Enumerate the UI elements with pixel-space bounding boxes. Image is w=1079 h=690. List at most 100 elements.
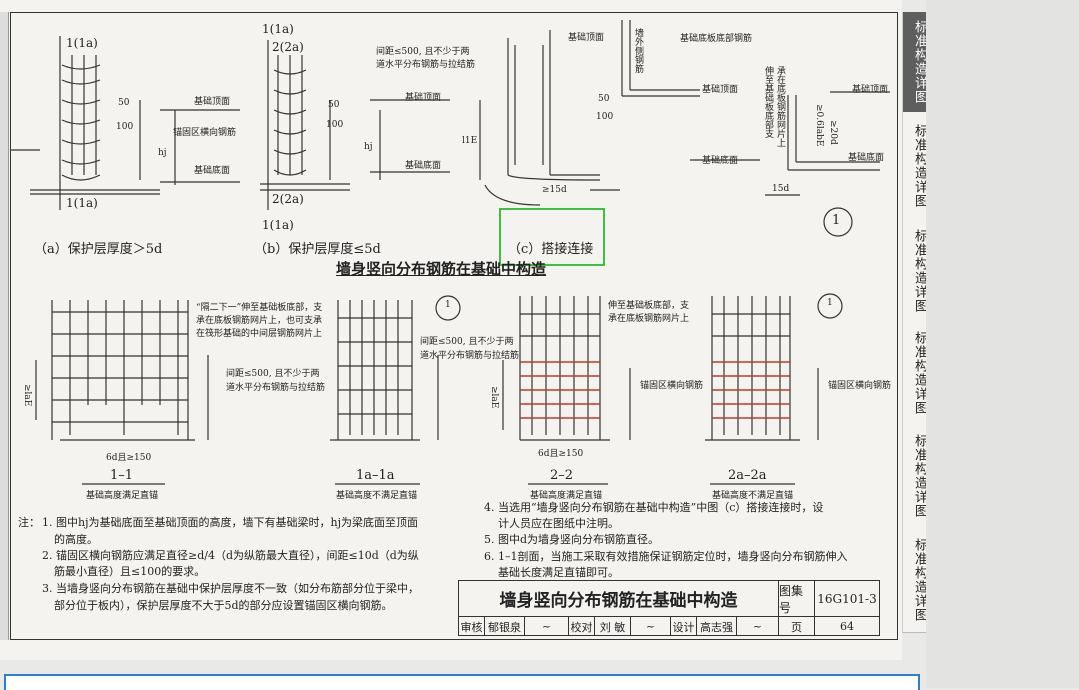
s2-note-1: 伸至基础板底部，支 [608, 301, 690, 311]
anchor-right-label: 锚固区横向钢筋 [828, 381, 892, 391]
dim-lae-1: ≥laE [22, 384, 32, 407]
note-4a: 4. 当选用“墙身竖向分布钢筋在基础中构造”中图（c）搭接连接时，设 [484, 501, 824, 514]
sec2a-title: 2a–2a [728, 468, 767, 483]
left-binding-strip [0, 12, 9, 640]
dim-15d: ≥15d [542, 185, 567, 195]
note-3a: 3. 当墙身竖向分布钢筋在基础中保护层厚度不一致（如分布筋部分位于梁中， [42, 582, 419, 595]
anchor-left-label: 锚固区横向钢筋 [640, 381, 704, 391]
s2-note-2: 承在底板钢筋网片上 [608, 314, 690, 324]
dim-hj-a: hj [158, 148, 167, 158]
label-b-bottom1: 2(2a) [272, 192, 304, 206]
note-6a: 6. 1–1剖面，当施工采取有效措施保证钢筋定位时，墙身竖向分布钢筋伸入 [484, 550, 848, 563]
section-mark-circle: 1 [832, 213, 841, 228]
note-6b: 基础长度满足直锚即可。 [498, 566, 619, 579]
label-foundation-bottom-b: 基础底面 [405, 161, 442, 171]
review-label: 审核 [459, 617, 485, 636]
title-block-title: 墙身竖向分布钢筋在基础中构造 [459, 581, 779, 617]
dim-100-a: 100 [116, 122, 134, 132]
label-a-bottom: 1(1a) [66, 196, 98, 210]
label-anchor-note-1: 伸至基础板底部支 [763, 66, 773, 138]
section-1a-1a [330, 295, 461, 441]
bottom-input-frame[interactable] [4, 674, 920, 690]
title-block: 墙身竖向分布钢筋在基础中构造 图集号 16G101-3 审核 郁银泉 ~ 校对 … [458, 580, 880, 636]
s1-spacing-2: 道水平分布钢筋与拉结筋 [226, 383, 326, 393]
label-slab-bottom-bars: 基础底板底部钢筋 [680, 34, 753, 44]
drawing-frame [10, 12, 898, 640]
side-tab-5[interactable]: 标准构造详图 [902, 424, 927, 529]
sec1a-title: 1a–1a [356, 468, 395, 483]
reviewer-signature: ~ [525, 617, 569, 636]
dim-15d-b: 15d [772, 184, 790, 194]
sec1-sub: 基础高度满足直锚 [86, 491, 159, 501]
right-gutter [926, 0, 1079, 688]
s1-note-1: “隔二下一”伸至基础板底部，支 [196, 303, 323, 313]
caption-a: （a）保护层厚度＞5d [34, 242, 163, 257]
dim-6d-1: 6d且≥150 [106, 453, 152, 463]
designer-signature: ~ [737, 617, 779, 636]
design-label: 设计 [671, 617, 697, 636]
caption-c: （c）搭接连接 [508, 242, 594, 257]
side-tab-2[interactable]: 标准构造详图 [902, 112, 927, 221]
label-b-top1: 1(1a) [262, 22, 294, 36]
label-foundation-bottom-d: 基础底面 [848, 153, 885, 163]
mark-1-circle: 1 [445, 300, 451, 310]
label-foundation-bottom-a: 基础底面 [194, 166, 231, 176]
side-tab-1[interactable]: 标准构造详图 [902, 12, 927, 113]
dim-50-b: 50 [328, 100, 340, 110]
s1a-spacing-2: 道水平分布钢筋与拉结筋 [420, 351, 520, 361]
page-label: 页 [779, 617, 815, 636]
note-5: 5. 图中d为墙身竖向分布钢筋直径。 [484, 533, 660, 546]
sec2a-sub: 基础高度不满足直锚 [712, 491, 794, 501]
sec2-sub: 基础高度满足直锚 [530, 491, 603, 501]
dim-hj-b: hj [364, 142, 373, 152]
notes-label: 注： [18, 516, 40, 529]
label-anchor-note-2: 承在底板钢筋网片上 [775, 66, 785, 147]
label-foundation-top-c: 基础顶面 [568, 33, 605, 43]
dim-20d: ≥20d [828, 120, 838, 145]
label-b-bottom2: 1(1a) [262, 218, 294, 232]
section-1-1 [35, 300, 209, 441]
dim-lae-2: ≥laE [489, 386, 499, 409]
atlas-number: 16G101-3 [815, 581, 879, 617]
dim-50-c: 50 [598, 94, 610, 104]
reviewer-name: 郁银泉 [485, 617, 525, 636]
label-foundation-top-a: 基础顶面 [194, 97, 231, 107]
s1-note-3: 在筏形基础的中间层钢筋网片上 [196, 329, 323, 339]
checker-name: 刘 敏 [595, 617, 631, 636]
diagram-b-protection-le-5d [260, 40, 450, 210]
sec2-title: 2–2 [550, 468, 574, 483]
section-2a-2a [705, 293, 843, 441]
note-2b: 筋最小直径）且≤100的要求。 [54, 565, 206, 578]
section-2-2 [502, 296, 631, 441]
label-a-top: 1(1a) [66, 36, 98, 50]
page-number: 64 [840, 620, 854, 633]
side-tab-6[interactable]: 标准构造详图 [902, 528, 927, 633]
side-tab-4[interactable]: 标准构造详图 [902, 322, 927, 425]
s1-spacing-1: 间距≤500, 且不少于两 [226, 369, 320, 379]
note-1a: 1. 图中hj为基础底面至基础顶面的高度，墙下有基础梁时，hj为梁底面至顶面 [42, 516, 418, 529]
label-anchor-bars-a: 锚固区横向钢筋 [173, 128, 237, 138]
note-3b: 部分位于板内），保护层厚度不大于5d的部分应设置锚固区横向钢筋。 [54, 599, 393, 612]
main-heading: 墙身竖向分布钢筋在基础中构造 [336, 260, 547, 278]
diagram-c-lap-splice [479, 20, 890, 237]
dim-6d-2: 6d且≥150 [538, 449, 584, 459]
note-2a: 2. 锚固区横向钢筋应满足直径≥d/4（d为纵筋最大直径），间距≤10d（d为纵 [42, 549, 419, 562]
label-foundation-top-c2: 基础顶面 [702, 85, 739, 95]
s1a-spacing-1: 间距≤500, 且不少于两 [420, 337, 514, 347]
check-label: 校对 [569, 617, 595, 636]
label-foundation-bottom-c: 基础底面 [702, 156, 739, 166]
side-tab-3[interactable]: 标准构造详图 [902, 220, 927, 323]
highlight-box [499, 208, 605, 266]
anchor-red-bars [520, 361, 790, 419]
note-1b: 的高度。 [54, 533, 98, 546]
dim-100-b: 100 [326, 120, 344, 130]
designer-name: 高志强 [697, 617, 737, 636]
label-b-top2: 2(2a) [272, 40, 304, 54]
diagram-a-protection-gt-5d [10, 36, 240, 210]
dim-06labe: ≥0.6labE [814, 104, 824, 147]
dim-100-c: 100 [596, 112, 614, 122]
s1-note-2: 承在底板钢筋网片上，也可支承 [196, 316, 323, 326]
dim-l1e: l1E [462, 136, 478, 146]
atlas-label: 图集号 [779, 581, 815, 617]
dim-50-a: 50 [118, 98, 130, 108]
